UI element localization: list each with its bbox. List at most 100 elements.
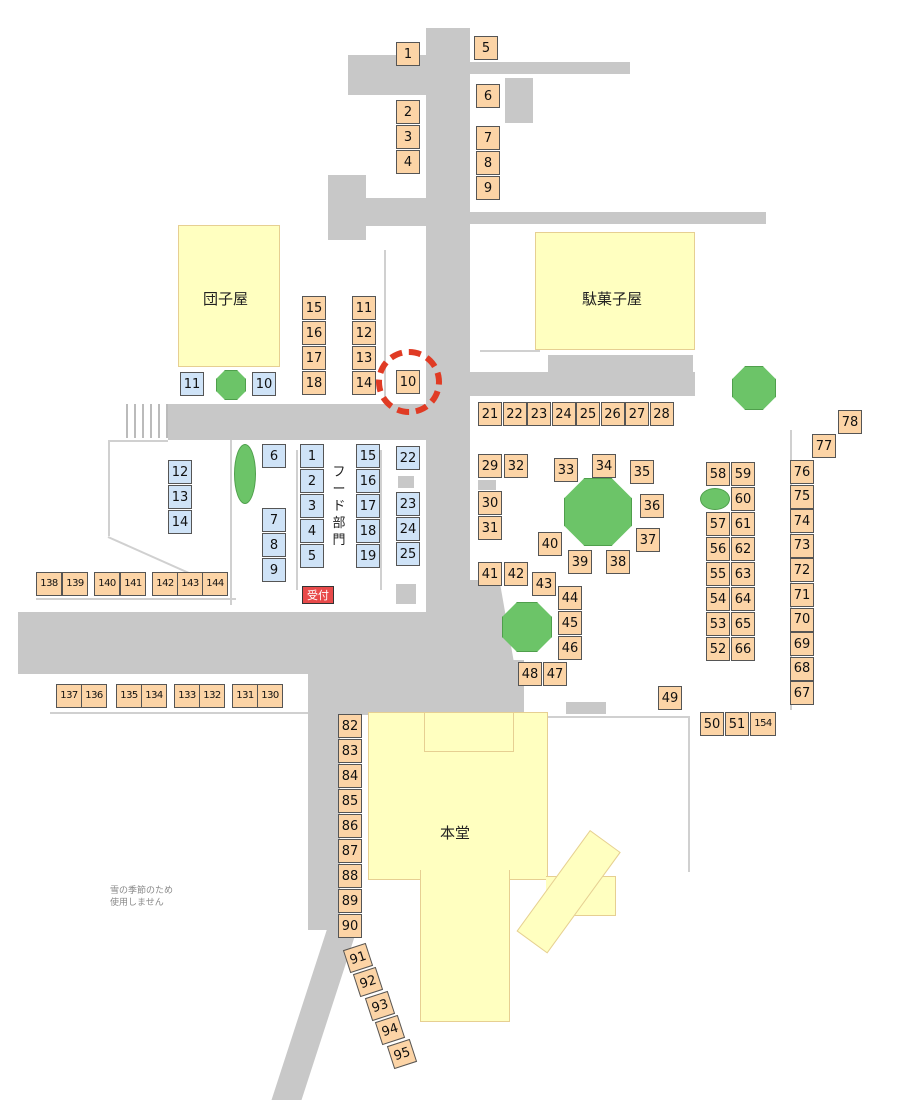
winter-notice-line: 使用しません [110,898,164,908]
fence-line [296,450,298,590]
general-stall-29: 29 [478,454,502,478]
food-stall-16: 16 [356,469,380,493]
general-stall-26: 26 [600,402,625,426]
food-stall-2: 2 [300,469,324,493]
general-stall-42: 42 [504,562,528,586]
tree [502,602,552,652]
general-stall-132: 132 [199,684,225,708]
general-stall-38: 38 [606,550,630,574]
general-stall-71: 71 [790,583,814,607]
road-cross-right-stub [548,355,693,375]
building-dagashi-label: 駄菓子屋 [582,290,643,308]
general-stall-11: 11 [352,296,376,320]
general-stall-78: 78 [838,410,862,434]
food-stall-14: 14 [168,510,192,534]
road-cross-left [168,404,428,440]
general-stall-56: 56 [706,537,730,561]
general-stall-36: 36 [640,494,664,518]
fence-line [50,712,308,714]
food-stall-22: 22 [396,446,420,470]
general-stall-52: 52 [706,637,730,661]
road-small-block-4 [478,480,496,490]
road-lower-diagonal [271,920,360,1100]
general-stall-35: 35 [630,460,654,484]
general-stall-68: 68 [790,656,814,681]
general-stall-136: 136 [81,684,107,708]
food-stall-6: 6 [262,444,286,468]
general-stall-74: 74 [790,509,814,534]
highlight-marker [376,349,442,415]
general-stall-57: 57 [706,512,730,536]
reception-box: 受付 [302,586,334,604]
road-top-left-line [385,68,430,78]
fence-line [230,440,232,605]
general-stall-48: 48 [518,662,542,686]
food-stall-23: 23 [396,492,420,516]
general-stall-55: 55 [706,562,730,586]
general-stall-83: 83 [338,739,362,763]
general-stall-49: 49 [658,686,682,710]
general-stall-76: 76 [790,460,814,484]
general-stall-24: 24 [551,402,576,426]
fence-line [126,404,168,438]
general-stall-14: 14 [352,371,376,395]
general-stall-138: 138 [36,572,62,596]
general-stall-143: 143 [177,572,203,596]
road-mid-right [470,212,766,224]
building-hondo-label: 本堂 [440,824,471,842]
general-stall-131: 131 [232,684,258,708]
building-hondo-annex [424,712,514,752]
food-stall-19: 19 [356,544,380,568]
general-stall-30: 30 [478,491,502,515]
food-section-char: 部 [332,516,346,531]
general-stall-133: 133 [174,684,200,708]
general-stall-90: 90 [338,914,362,938]
food-stall-8: 8 [262,533,286,557]
general-stall-1: 1 [396,42,420,66]
general-stall-134: 134 [141,684,167,708]
general-stall-139: 139 [62,572,88,596]
general-stall-39: 39 [568,550,592,574]
food-section-char: 門 [332,533,346,548]
general-stall-23: 23 [527,402,551,426]
food-stall-13: 13 [168,485,192,509]
general-stall-21: 21 [478,402,502,426]
general-stall-77: 77 [812,434,836,458]
general-stall-51: 51 [725,712,749,736]
general-stall-17: 17 [302,346,326,370]
general-stall-33: 33 [554,458,578,482]
road-to-hondo [308,660,524,715]
general-stall-6: 6 [476,84,500,108]
general-stall-65: 65 [731,612,755,636]
food-stall-9: 9 [262,558,286,582]
road-small-block-2 [396,584,416,604]
general-stall-135: 135 [116,684,142,708]
food-section-char: ド [332,499,346,514]
general-stall-72: 72 [790,558,814,583]
food-section-label: フ ー ド 部 門 [330,464,348,549]
general-stall-31: 31 [478,516,502,540]
general-stall-28: 28 [649,402,674,426]
building-hondo-lower [420,870,510,1022]
winter-notice: 雪の季節のため 使用しません [110,885,173,909]
general-stall-144: 144 [202,572,228,596]
road-lower-vertical [308,660,340,930]
general-stall-12: 12 [352,321,376,345]
general-stall-53: 53 [706,612,730,636]
general-stall-59: 59 [731,462,755,486]
food-section-char: フ [332,465,346,480]
general-stall-63: 63 [731,562,755,586]
general-stall-62: 62 [731,537,755,561]
food-stall-15: 15 [356,444,380,468]
food-stall-12: 12 [168,460,192,484]
general-stall-5: 5 [474,36,498,60]
tree [564,478,632,546]
road-small-block-1 [478,588,496,604]
general-stall-154: 154 [750,712,776,736]
winter-notice-line: 雪の季節のため [110,886,174,896]
general-stall-2: 2 [396,100,420,124]
general-stall-3: 3 [396,125,420,149]
general-stall-7: 7 [476,126,500,150]
general-stall-58: 58 [706,462,730,486]
